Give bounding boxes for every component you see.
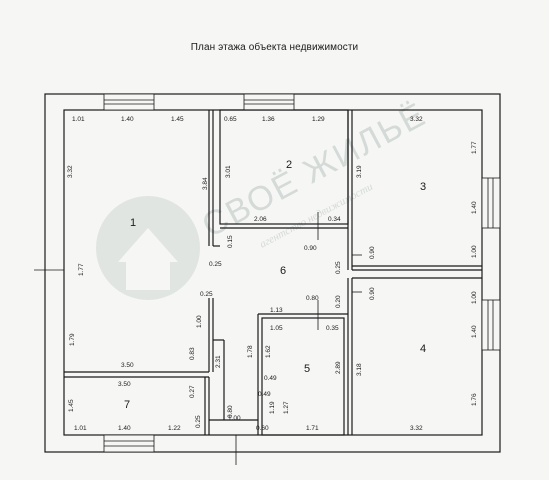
- dim-label: 1.27: [283, 401, 290, 414]
- dim-label: 3.01: [225, 165, 232, 178]
- dim-label: 0.49: [258, 391, 271, 398]
- dimension-labels: 1.01 1.40 1.45 3.32 3.84 1.77 1.79 3.50 …: [67, 116, 478, 432]
- dim-label: 3.50: [121, 362, 134, 369]
- dim-label: 0.49: [264, 375, 277, 382]
- dim-label: 0.80: [306, 295, 319, 302]
- dim-label: 3.84: [202, 177, 209, 190]
- dim-label: 1.00: [471, 245, 478, 258]
- dim-label: 3.50: [118, 381, 131, 388]
- dim-label: 0.25: [209, 261, 222, 268]
- dim-label: 3.18: [356, 363, 363, 376]
- dim-label: 1.45: [171, 116, 184, 123]
- dim-label: 1.40: [471, 201, 478, 214]
- dim-label: 0.34: [328, 216, 341, 223]
- interior-walls: [64, 109, 482, 436]
- dim-label: 0.90: [369, 287, 376, 300]
- entrance-marks: [34, 212, 362, 465]
- dim-label: 3.32: [67, 165, 74, 178]
- watermark: СВОЁ ЖИЛЬЁ агентство недвижимости: [96, 95, 433, 300]
- dim-label: 0.25: [195, 415, 202, 428]
- room-label-6: 6: [280, 265, 286, 277]
- dim-label: 1.00: [228, 415, 241, 422]
- dim-label: 2.06: [254, 216, 267, 223]
- room-label-3: 3: [420, 181, 426, 193]
- window-bottom-left: [103, 434, 155, 453]
- dim-label: 1.79: [69, 333, 76, 346]
- dim-label: 0.65: [224, 116, 237, 123]
- window-top-left: [103, 93, 155, 111]
- dim-label: 0.90: [369, 246, 376, 259]
- dim-label: 0.25: [200, 291, 213, 298]
- room-labels: 1 2 3 4 5 6 7: [124, 159, 426, 411]
- dim-label: 3.32: [410, 116, 423, 123]
- window-top-mid: [243, 93, 295, 111]
- dim-label: 1.05: [270, 325, 283, 332]
- dim-label: 1.36: [262, 116, 275, 123]
- dim-label: 1.77: [78, 263, 85, 276]
- dim-label: 1.29: [312, 116, 325, 123]
- dim-label: 3.19: [356, 165, 363, 178]
- dim-label: 0.90: [304, 245, 317, 252]
- dim-label: 1.01: [74, 425, 87, 432]
- window-right-top: [481, 177, 501, 229]
- dim-label: 3.32: [410, 425, 423, 432]
- dim-label: 0.20: [335, 295, 342, 308]
- dim-label: 1.76: [471, 393, 478, 406]
- dim-label: 1.22: [168, 425, 181, 432]
- dim-label: 1.40: [121, 116, 134, 123]
- dim-label: 1.45: [68, 399, 75, 412]
- room-label-1: 1: [130, 217, 136, 229]
- dim-label: 0.60: [256, 425, 269, 432]
- dim-label: 0.15: [227, 235, 234, 248]
- dim-label: 0.80: [227, 405, 234, 418]
- dim-label: 1.40: [471, 325, 478, 338]
- room-label-5: 5: [304, 363, 310, 375]
- dim-label: 1.13: [270, 307, 283, 314]
- dim-label: 2.31: [215, 355, 222, 368]
- dim-label: 0.35: [326, 325, 339, 332]
- dim-label: 2.89: [335, 361, 342, 374]
- dim-label: 1.00: [471, 291, 478, 304]
- windows: [103, 93, 501, 453]
- window-right-bottom: [481, 299, 501, 351]
- dim-label: 1.00: [196, 315, 203, 328]
- dim-label: 1.40: [118, 425, 131, 432]
- dim-label: 0.83: [189, 347, 196, 360]
- dim-label: 1.01: [72, 116, 85, 123]
- dim-label: 1.71: [306, 425, 319, 432]
- dim-label: 0.25: [335, 261, 342, 274]
- room-label-7: 7: [124, 399, 130, 411]
- room-label-4: 4: [420, 343, 426, 355]
- dim-label: 1.62: [265, 345, 272, 358]
- plan-title: План этажа объекта недвижимости: [190, 42, 359, 53]
- room-label-2: 2: [286, 159, 292, 171]
- house-icon: [118, 228, 178, 290]
- dim-label: 1.77: [471, 141, 478, 154]
- dim-label: 0.27: [189, 385, 196, 398]
- dim-label: 1.19: [269, 401, 276, 414]
- dim-label: 1.78: [247, 345, 254, 358]
